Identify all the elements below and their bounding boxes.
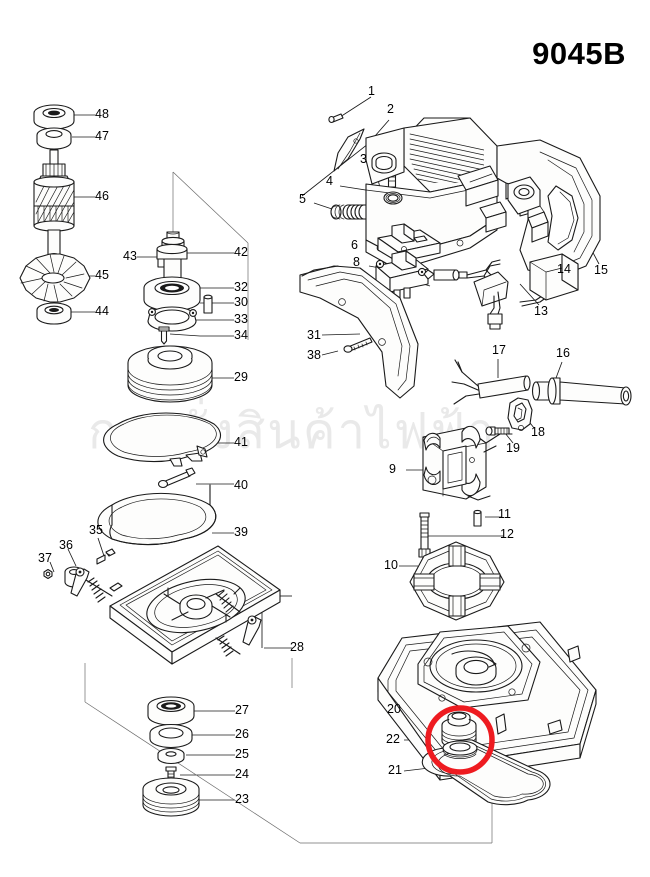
callout-14: 14 — [557, 262, 571, 276]
part-2-lever-cover — [333, 128, 365, 172]
part-20-base-plate — [377, 621, 597, 781]
callout-34: 34 — [234, 328, 248, 342]
callout-27: 27 — [235, 703, 249, 717]
part-11-pin — [473, 509, 482, 527]
part-1-pin — [328, 113, 344, 124]
callout-46: 46 — [95, 189, 109, 203]
callout-6: 6 — [351, 238, 358, 252]
callout-30: 30 — [234, 295, 248, 309]
callout-2: 2 — [387, 102, 394, 116]
part-48-ball-bearing — [33, 104, 75, 130]
callout-47: 47 — [95, 129, 109, 143]
callout-18: 18 — [531, 425, 545, 439]
group-bracket-lines — [84, 171, 493, 844]
callout-41: 41 — [234, 435, 248, 449]
part-13-cord-armor — [423, 259, 509, 330]
callout-22: 22 — [386, 732, 400, 746]
part-40-clamp-bolt — [157, 467, 196, 489]
part-41-pad-clamp — [103, 412, 222, 467]
callout-43: 43 — [123, 249, 137, 263]
callout-33: 33 — [234, 312, 248, 326]
callout-23: 23 — [235, 792, 249, 806]
part-46-armature — [33, 149, 75, 260]
part-32-ball-bearing — [143, 276, 201, 312]
callout-32: 32 — [234, 280, 248, 294]
callout-39: 39 — [234, 525, 248, 539]
part-37-hex-nut — [43, 568, 53, 580]
part-30-pin — [203, 294, 213, 314]
callout-15: 15 — [594, 263, 608, 277]
callout-11: 11 — [498, 507, 511, 521]
callout-21: 21 — [388, 763, 402, 777]
part-28-pad-base — [70, 545, 281, 665]
part-45-fan — [19, 253, 91, 303]
callout-36: 36 — [59, 538, 73, 552]
part-9-field-coil — [422, 425, 513, 501]
part-29-drive-pulley — [127, 345, 213, 403]
callout-26: 26 — [235, 727, 249, 741]
callout-5: 5 — [299, 192, 306, 206]
callout-38: 38 — [307, 348, 321, 362]
callout-37: 37 — [38, 551, 52, 565]
part-35-pan-head-screw — [96, 548, 116, 565]
highlight-circle — [425, 705, 495, 775]
callout-48: 48 — [95, 107, 109, 121]
callout-44: 44 — [95, 304, 109, 318]
callout-19: 19 — [506, 441, 520, 455]
callout-17: 17 — [492, 343, 506, 357]
part-21-dust-bag-frame — [421, 739, 551, 806]
callout-9: 9 — [389, 462, 396, 476]
callout-10: 10 — [384, 558, 398, 572]
part-23-pulley — [142, 777, 200, 817]
part-42-eccentric-shaft — [156, 231, 188, 285]
callout-35: 35 — [89, 523, 103, 537]
callout-16: 16 — [556, 346, 570, 360]
part-26-felt-ring — [149, 723, 193, 749]
part-6-switch-plate — [377, 223, 441, 263]
callout-1: 1 — [368, 84, 375, 98]
part-10-baffle-plate — [409, 541, 505, 621]
callout-13: 13 — [534, 304, 548, 318]
callout-20: 20 — [387, 702, 401, 716]
part-39-sanding-pad — [97, 484, 217, 546]
part-14-noise-suppressor — [529, 253, 579, 301]
part-27-ball-bearing — [147, 696, 195, 726]
callout-29: 29 — [234, 370, 248, 384]
part-50-spring — [215, 587, 241, 613]
callout-45: 45 — [95, 268, 109, 282]
callout-3: 3 — [360, 152, 367, 166]
part-33-bearing-retainer — [147, 306, 197, 332]
callout-28: 28 — [290, 640, 304, 654]
callout-40: 40 — [234, 478, 248, 492]
part-12-hex-bolt — [418, 512, 431, 558]
callout-8: 8 — [353, 255, 360, 269]
callout-25: 25 — [235, 747, 249, 761]
part-47-rubber-ring — [36, 127, 72, 150]
callout-31: 31 — [307, 328, 321, 342]
part-25-flat-washer — [157, 747, 185, 765]
part-44-ball-bearing — [36, 302, 72, 325]
callout-24: 24 — [235, 767, 249, 781]
callout-4: 4 — [326, 174, 333, 188]
part-16-power-cord — [531, 377, 632, 406]
callout-12: 12 — [500, 527, 514, 541]
part-38-tapping-screw — [343, 337, 373, 353]
page-title: 9045B — [532, 36, 626, 71]
callout-42: 42 — [234, 245, 248, 259]
part-31-handle-cover — [299, 265, 419, 399]
part-34-pan-head-screw — [158, 326, 170, 345]
part-18-cord-clamp — [507, 397, 533, 431]
part-17-cord-sleeve — [451, 359, 531, 405]
